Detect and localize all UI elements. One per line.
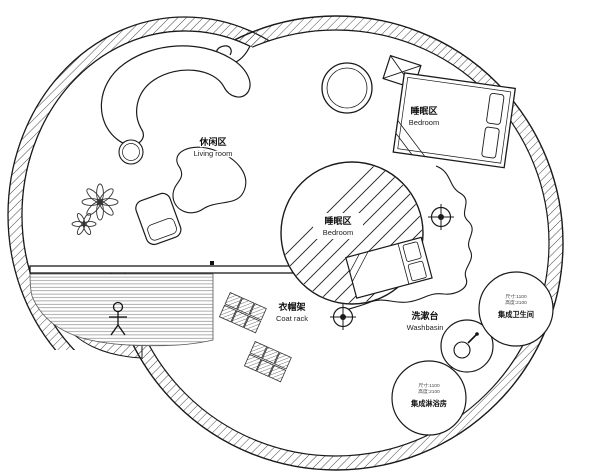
label-bedroom-center-en: Bedroom [323, 228, 353, 237]
straight-wall [29, 265, 311, 274]
label-coat-rack-zh: 衣帽架 [278, 301, 305, 312]
label-washbasin-en: Washbasin [407, 323, 444, 332]
center-bedroom [280, 161, 433, 305]
curved-sofa [100, 45, 251, 146]
coffee-table [172, 146, 247, 214]
bed-upper [392, 72, 517, 169]
person-icon [109, 301, 127, 336]
shower-spec-1: 尺寸:1100 [418, 382, 440, 389]
round-table [321, 62, 373, 114]
bathroom-spec-1: 尺寸:1100 [505, 293, 527, 300]
shower-spec-2: 高度:2100 [418, 388, 440, 395]
basin-icon [453, 341, 471, 359]
washbasin-unit [440, 319, 494, 373]
curtain-partition-squiggle [345, 165, 473, 311]
lounge-chair [135, 192, 182, 246]
plant-icon [71, 183, 119, 235]
spiral-wall-inner-edge [21, 30, 250, 272]
bathroom-pod: 尺寸:1100 高度:2100 集成卫生间 [478, 271, 554, 347]
ceiling-fixture-icon [330, 304, 356, 330]
bed-center [345, 236, 433, 299]
bathroom-spec-2: 高度:2100 [505, 299, 527, 306]
ceiling-fixture-icon [428, 204, 454, 230]
label-bedroom-center-zh: 睡眠区 [324, 215, 351, 226]
label-bedroom-upper-en: Bedroom [409, 118, 439, 127]
label-living-room-en: Living room [194, 149, 233, 158]
label-living-room-zh: 休闲区 [198, 136, 226, 147]
label-plate [313, 213, 363, 239]
label-bathroom: 集成卫生间 [497, 310, 534, 319]
label-coat-rack-en: Coat rack [276, 314, 308, 323]
shower-pod: 尺寸:1100 高度:2100 集成淋浴房 [391, 360, 467, 436]
wall-marker-dot [210, 261, 214, 265]
coat-rack-unit [243, 341, 292, 383]
label-shower: 集成淋浴房 [410, 399, 447, 408]
coat-rack-unit [218, 292, 267, 334]
side-table [118, 139, 144, 165]
label-washbasin-zh: 洗漱台 [411, 310, 438, 321]
label-bedroom-upper-zh: 睡眠区 [410, 105, 437, 116]
